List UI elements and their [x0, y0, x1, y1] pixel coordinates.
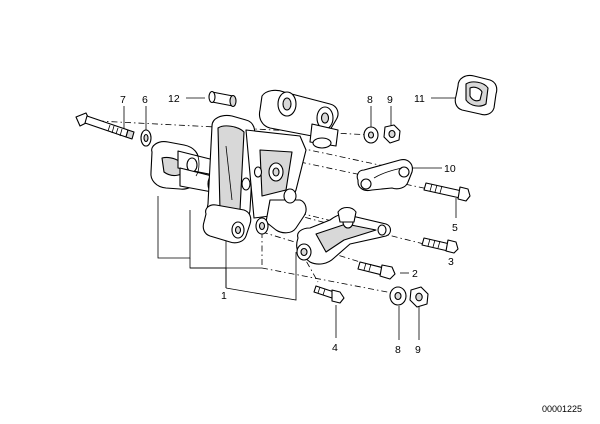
bolt-item-4 — [313, 285, 345, 304]
nut-item-9-lower — [409, 286, 429, 308]
clip-item-11 — [454, 74, 498, 116]
washer-item-8-upper — [363, 126, 379, 144]
main-bracket-item-1 — [202, 89, 339, 244]
clamp-part — [150, 141, 219, 193]
callout-labels: 7 6 12 8 9 11 10 5 2 3 1 4 8 9 — [120, 93, 458, 356]
callout-2: 2 — [412, 268, 418, 280]
callout-9-lower: 9 — [415, 344, 421, 356]
callout-5: 5 — [452, 222, 458, 234]
document-number: 00001225 — [542, 404, 582, 414]
callout-12: 12 — [168, 93, 180, 105]
lower-bracket — [296, 206, 392, 265]
bolt-item-2 — [357, 261, 396, 280]
callout-3-lower: 3 — [448, 256, 454, 268]
strap-item-10 — [356, 159, 413, 192]
callout-1: 1 — [221, 290, 227, 302]
callout-7: 7 — [120, 94, 126, 106]
callout-8-lower: 8 — [395, 344, 401, 356]
callout-11: 11 — [414, 93, 425, 105]
nut-item-9-upper — [383, 124, 401, 144]
bolt-long-item-7 — [75, 112, 135, 140]
bolt-item-5 — [423, 182, 471, 202]
bolt-item-3 — [421, 237, 459, 254]
callout-9-upper: 9 — [387, 94, 393, 106]
callout-8-upper: 8 — [367, 94, 373, 106]
callout-10: 10 — [444, 163, 456, 175]
callout-6: 6 — [142, 94, 148, 106]
washer-item-8-lower — [389, 286, 407, 306]
bushing-item-12 — [208, 90, 237, 108]
callout-4: 4 — [332, 342, 338, 354]
washer-item-6 — [140, 129, 152, 147]
